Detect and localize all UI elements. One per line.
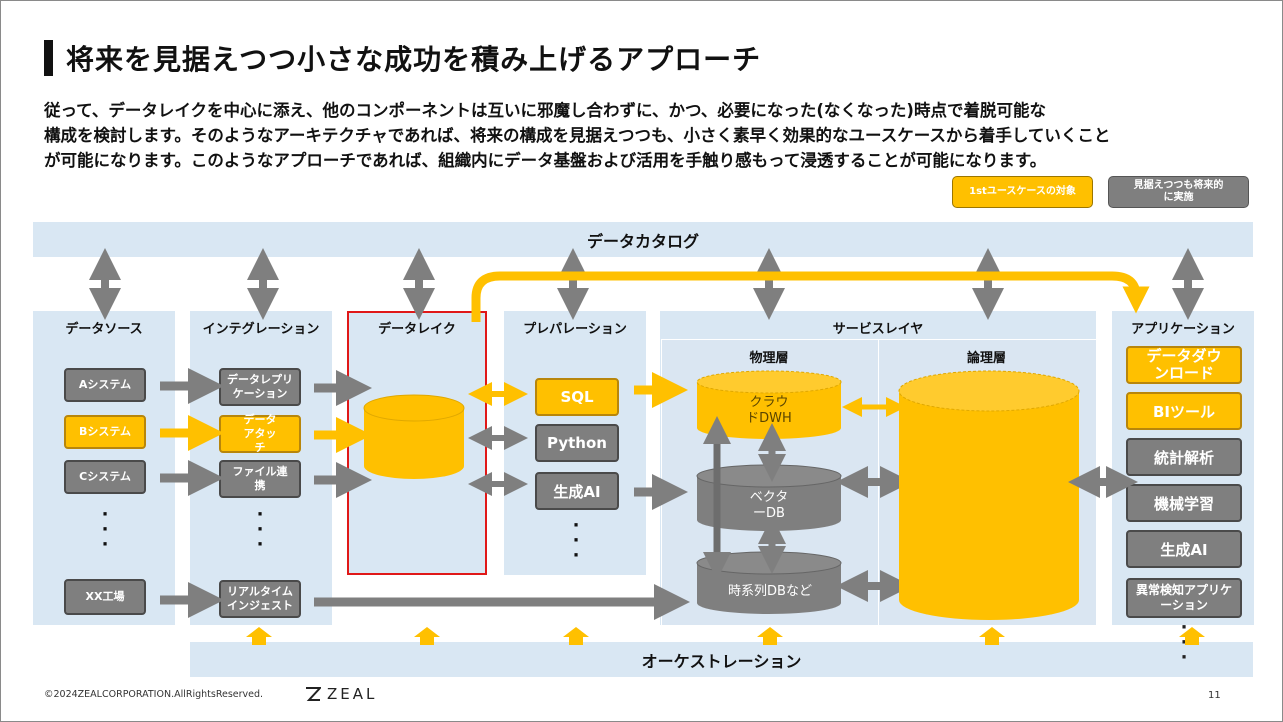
- preparation-heading: プレパレーション: [523, 322, 627, 337]
- vector-db-label: ベクターDB: [737, 490, 801, 522]
- source-b-system: Bシステム: [64, 415, 146, 449]
- service-heading: サービスレイヤ: [832, 322, 924, 337]
- orchestration-arrow: [563, 627, 589, 645]
- prep-generative-ai: 生成AI: [535, 472, 619, 510]
- source-ellipsis: ···: [101, 504, 109, 555]
- prep-ellipsis: ···: [572, 515, 580, 566]
- body-line: 従って、データレイクを中心に添え、他のコンポーネントは互いに邪魔し合わずに、かつ…: [44, 101, 1046, 120]
- datalake-heading: データレイク: [378, 322, 456, 337]
- source-label: Bシステム: [78, 425, 132, 438]
- source-a-system: Aシステム: [64, 368, 146, 402]
- integration-data-replication: データレプリケーション: [219, 368, 301, 406]
- zeal-logo: ZEAL: [305, 685, 377, 703]
- orchestration-arrow: [414, 627, 440, 645]
- orchestration-arrow: [1179, 627, 1205, 645]
- source-label: XX工場: [85, 590, 125, 603]
- application-heading: アプリケーション: [1131, 322, 1235, 337]
- integration-label: ファイル連携: [232, 465, 288, 492]
- app-label: 機械学習: [1153, 494, 1214, 513]
- legend-first-usecase-label: 1stユースケースの対象: [969, 186, 1076, 197]
- source-xx-factory: XX工場: [64, 579, 146, 615]
- orchestration-arrows: [246, 627, 1205, 645]
- legend-first-usecase: 1stユースケースの対象: [952, 176, 1093, 208]
- app-bi-tool: BIツール: [1126, 392, 1242, 430]
- catalog-connector-arrows: [89, 248, 1204, 320]
- source-c-system: Cシステム: [64, 460, 146, 494]
- zeal-logo-icon: [306, 687, 321, 701]
- data-catalog-label: データカタログ: [586, 231, 699, 251]
- logical-heading: 論理層: [966, 351, 1006, 366]
- app-statistics: 統計解析: [1126, 438, 1242, 476]
- body-line: 構成を検討します。そのようなアーキテクチャであれば、将来の構成を見据えつつも、小…: [44, 126, 1111, 145]
- cloud-dwh-label: クラウドDWH: [737, 395, 801, 427]
- vector-db-text: ベクターDB: [749, 490, 789, 521]
- datasource-heading: データソース: [65, 322, 143, 337]
- legend-future-label: 見据えつつも将来的に実施: [1133, 180, 1224, 203]
- app-label: データダウンロード: [1146, 347, 1222, 382]
- app-label: 異常検知アプリケーション: [1136, 583, 1233, 612]
- orchestration-band: オーケストレーション: [190, 642, 1253, 677]
- cloud-dwh-text: クラウドDWH: [746, 395, 792, 426]
- integration-file-transfer: ファイル連携: [219, 460, 301, 498]
- prep-label: Python: [547, 434, 607, 452]
- copyright-text: ©2024ZEALCORPORATION.AllRightsReserved.: [44, 689, 264, 700]
- orchestration-arrow: [757, 627, 783, 645]
- datalake-cylinder: [363, 394, 465, 479]
- data-catalog-band: データカタログ: [33, 222, 1253, 257]
- timeseries-db-text: 時系列DBなど: [728, 584, 812, 599]
- body-paragraph: 従って、データレイクを中心に添え、他のコンポーネントは互いに邪魔し合わずに、かつ…: [44, 98, 1244, 173]
- app-ellipsis: ···: [1180, 617, 1188, 668]
- integration-heading: インテグレーション: [202, 322, 320, 337]
- orchestration-arrow: [246, 627, 272, 645]
- app-label: 統計解析: [1153, 448, 1214, 467]
- integration-realtime-ingest: リアルタイムインジェスト: [219, 580, 301, 618]
- orchestration-arrow: [979, 627, 1005, 645]
- app-generative-ai: 生成AI: [1126, 530, 1242, 568]
- app-anomaly-detection: 異常検知アプリケーション: [1126, 578, 1242, 618]
- source-label: Aシステム: [78, 378, 132, 391]
- legend-future: 見据えつつも将来的に実施: [1108, 176, 1249, 208]
- app-data-download: データダウンロード: [1126, 346, 1242, 384]
- source-label: Cシステム: [79, 470, 131, 483]
- body-line: が可能になります。このようなアプローチであれば、組織内にデータ基盤および活用を手…: [44, 151, 1047, 170]
- integration-label: データレプリケーション: [227, 373, 293, 400]
- integration-data-attach: データアタッチ: [219, 413, 301, 454]
- app-label: BIツール: [1152, 402, 1215, 421]
- title-accent-bar: [44, 40, 53, 76]
- prep-python: Python: [535, 424, 619, 462]
- page-number: 11: [1208, 690, 1221, 701]
- slide-title: 将来を見据えつつ小さな成功を積み上げるアプローチ: [66, 43, 762, 76]
- logical-layer-cylinder: [898, 370, 1080, 620]
- integration-label: リアルタイムインジェスト: [227, 585, 293, 612]
- app-machine-learning: 機械学習: [1126, 484, 1242, 522]
- timeseries-db-label: 時系列DBなど: [710, 584, 830, 600]
- orchestration-label: オーケストレーション: [641, 651, 802, 671]
- physical-heading: 物理層: [749, 351, 789, 366]
- zeal-wordmark: ZEAL: [327, 685, 378, 703]
- lake-to-app-arrow: [471, 271, 1150, 322]
- integration-label: データアタッチ: [243, 413, 277, 454]
- prep-sql: SQL: [535, 378, 619, 416]
- app-label: 生成AI: [1160, 540, 1208, 559]
- prep-label: SQL: [560, 388, 594, 406]
- cloud-dwh-cylinder: [696, 370, 842, 439]
- prep-label: 生成AI: [553, 482, 601, 501]
- integration-ellipsis: ···: [256, 504, 264, 555]
